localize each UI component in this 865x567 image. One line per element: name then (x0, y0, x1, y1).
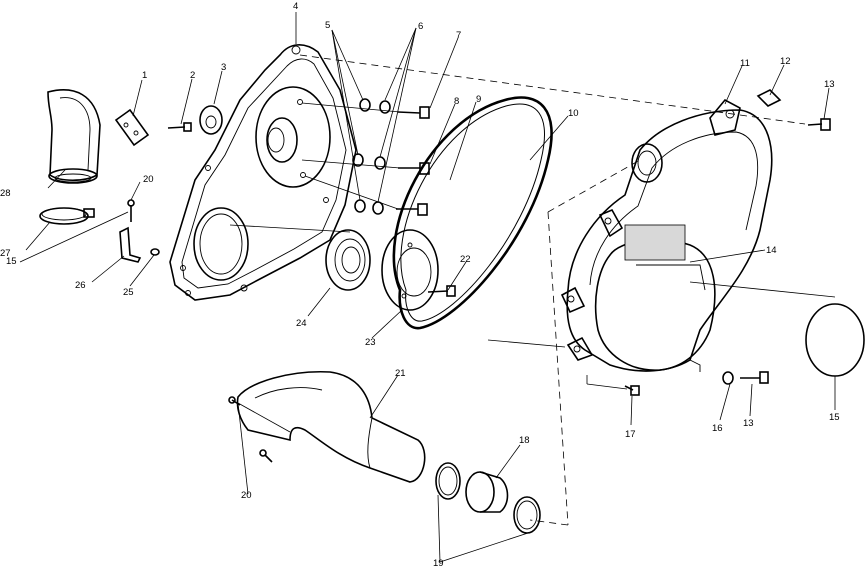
callout-3: 3 (221, 62, 226, 73)
alignment-lines (229, 54, 836, 526)
seal (325, 229, 371, 291)
callout-1: 1 (142, 70, 147, 81)
callout-15-left: 15 (6, 256, 17, 267)
callout-18: 18 (519, 435, 530, 446)
callout-14: 14 (766, 245, 777, 256)
inspection-disc (805, 303, 865, 377)
callout-2: 2 (190, 70, 195, 81)
callout-25: 25 (123, 287, 134, 298)
callout-24: 24 (296, 318, 307, 329)
callout-13-lower: 13 (743, 418, 754, 429)
callout-20-lower: 20 (241, 490, 252, 501)
callout-4: 4 (293, 1, 298, 12)
callout-20-upper: 20 (143, 174, 154, 185)
washers-and-bolts (301, 98, 430, 216)
callout-21: 21 (395, 368, 406, 379)
callout-labels: 1 2 3 4 5 6 7 8 9 10 11 12 13 13 14 15 1… (0, 1, 840, 567)
callout-28: 28 (0, 188, 11, 199)
decal (756, 89, 782, 107)
callout-27: 27 (0, 248, 11, 259)
callout-23: 23 (365, 337, 376, 348)
bolt-17 (624, 385, 640, 396)
leader-lines (19, 12, 836, 563)
callout-7: 7 (456, 30, 461, 41)
callout-16: 16 (712, 423, 723, 434)
grommet (199, 105, 223, 135)
callout-13-upper: 13 (824, 79, 835, 90)
callout-22: 22 (460, 254, 471, 265)
callout-9: 9 (476, 94, 481, 105)
drive-belt (392, 96, 553, 330)
washer-25 (150, 248, 160, 256)
callout-19: 19 (433, 558, 444, 567)
callout-5: 5 (325, 20, 330, 31)
callout-17: 17 (625, 429, 636, 440)
callout-26: 26 (75, 280, 86, 291)
duct-coupler (465, 471, 509, 513)
screw-20-lower (228, 396, 273, 463)
bolt-13-upper (807, 118, 831, 131)
outer-cover (560, 98, 773, 372)
air-duct (236, 370, 426, 483)
callout-12: 12 (780, 56, 791, 67)
callout-11: 11 (740, 58, 750, 69)
callout-15-disc: 15 (829, 412, 840, 423)
callout-8: 8 (454, 96, 459, 107)
inner-cover-plate (169, 44, 357, 301)
washer-16 (722, 371, 734, 385)
callout-6: 6 (418, 21, 423, 32)
screw-20-upper (127, 199, 135, 222)
pulley (381, 229, 439, 311)
hose-clamp (39, 207, 95, 225)
duct-clamp-lower (513, 496, 541, 534)
screw-2 (167, 122, 192, 132)
bolt-13-lower (740, 371, 769, 384)
callout-10: 10 (568, 108, 579, 119)
bracket-clip (114, 108, 150, 147)
duct-clamp-upper (435, 462, 461, 500)
elbow-duct (47, 89, 101, 184)
